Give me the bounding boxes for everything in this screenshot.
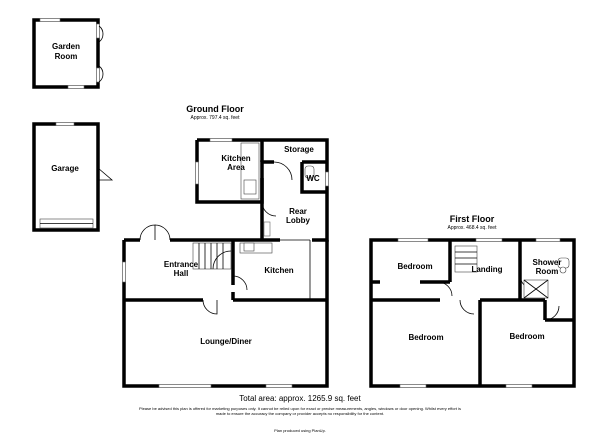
landing-label: Landing [471,265,502,274]
first-floor-title: First Floor [450,214,495,224]
kitchen-area-label-line2: Area [227,163,245,172]
wc-label: WC [306,174,320,183]
garden-room-window-icon [96,23,100,39]
disclaimer-line1: Please be advised this plan is offered f… [139,406,461,411]
bedroom-top-label: Bedroom [397,262,432,271]
disclaimer-line2: made to ensure the accuracy the company … [216,411,384,416]
rear-lobby-door-icon [261,201,277,217]
total-area: Total area: approx. 1265.9 sq. feet [239,394,361,403]
ground-floor [122,138,329,388]
entrance-hall-label-line1: Entrance [164,260,199,269]
shower-room-label-line1: Shower [533,258,562,267]
sink-icon [243,179,257,195]
shower-room-label-line2: Room [536,267,559,276]
kitchen-area-label-line1: Kitchen [221,154,250,163]
garden-room: Garden Room [32,18,104,89]
entrance-door-icon [154,224,171,241]
bedroom-right-label: Bedroom [509,332,544,341]
garage: Garage [32,122,114,232]
garage-side-door-icon [97,167,114,181]
garage-label: Garage [51,164,79,173]
rear-lobby-label-line1: Rear [289,207,307,216]
kitchen-label: Kitchen [264,266,293,275]
garden-room-door-icon [98,25,104,43]
ground-floor-title: Ground Floor [186,104,244,114]
ground-floor-area: Approx. 797.4 sq. feet [191,115,241,121]
garden-room-label-line2: Room [55,52,78,61]
kitchen-door-icon [232,275,248,291]
plan-credit: Plan produced using PlanUp. [274,428,326,433]
landing-stairs-icon [454,245,478,273]
rear-lobby-label-line2: Lobby [286,216,311,225]
garden-room-label-line1: Garden [52,42,80,51]
lounge-door-icon [202,299,218,315]
hob-icon [243,242,255,252]
bedroom-left-label: Bedroom [408,333,443,342]
first-floor [369,238,576,388]
kitchen-units [239,242,273,254]
toilet-icon [304,165,315,179]
landing-door-icon [459,299,475,315]
first-floor-area: Approx. 468.4 sq. feet [448,225,498,231]
lounge-diner-label: Lounge/Diner [200,337,252,346]
entrance-hall-label-line2: Hall [174,269,189,278]
storage-label: Storage [284,145,314,154]
